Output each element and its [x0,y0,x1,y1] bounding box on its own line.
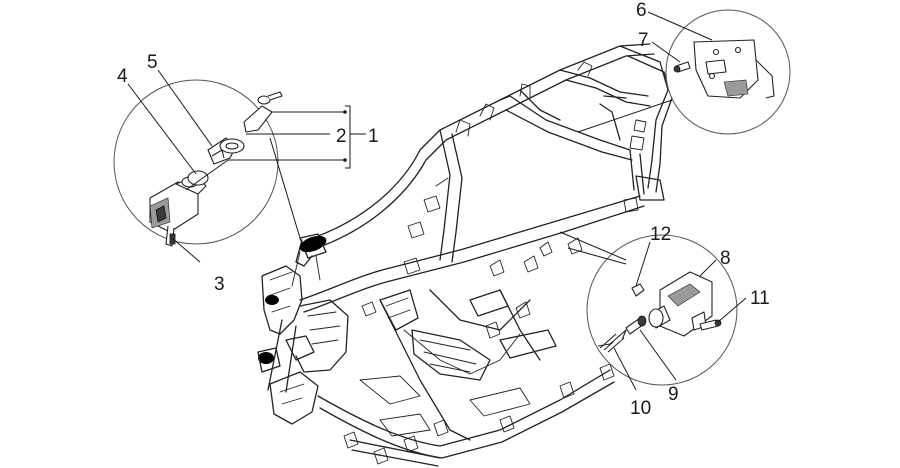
lower-floor-rails [299,195,645,467]
key-part [243,91,283,133]
label-part-8: 8 [720,248,731,269]
label-part-7: 7 [638,30,649,51]
label-part-3: 3 [214,274,225,295]
front-frame-section [257,265,349,425]
upper-backbone-tubes [317,43,673,263]
label-part-9: 9 [668,384,679,405]
label-part-12: 12 [650,224,671,245]
actuator-bolt-part [699,319,722,331]
part-number-labels: 1 2 3 4 5 6 7 8 9 10 11 12 [117,0,770,419]
scooter-frame [257,43,673,467]
actuator-callout [559,231,747,391]
seat-latch-part [693,39,775,99]
ignition-lock-callout [113,69,356,263]
label-part-10: 10 [630,398,651,419]
actuator-pin-part [625,315,647,335]
latch-screw-part [673,61,691,73]
actuator-nut-part [631,283,645,297]
frame-brackets [343,61,647,465]
label-part-4: 4 [117,66,128,87]
key-ring-part [219,138,245,154]
center-crossmember [359,289,557,437]
label-part-6: 6 [636,0,647,21]
label-part-5: 5 [147,52,158,73]
actuator-spring-part [597,329,627,353]
label-part-1: 1 [368,126,379,147]
label-part-2: 2 [336,126,347,147]
steering-head-tube [291,233,327,287]
seat-lock-callout [577,9,791,135]
label-part-11: 11 [750,288,770,309]
dust-cap-part [187,170,209,186]
